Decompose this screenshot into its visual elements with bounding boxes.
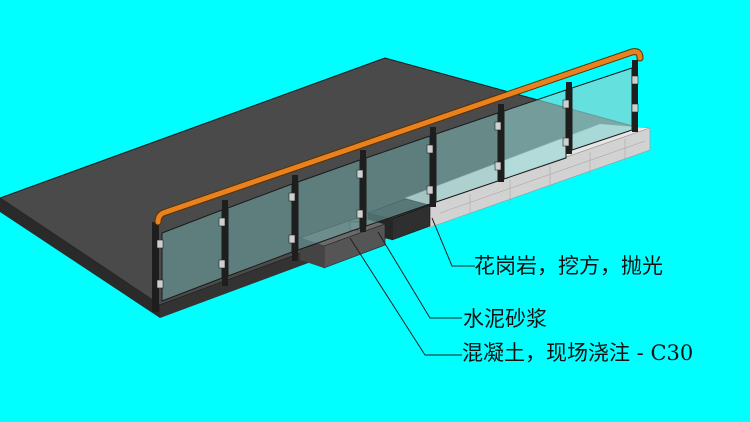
railing-posts bbox=[152, 60, 638, 312]
glass-panels bbox=[161, 67, 633, 302]
post-7 bbox=[566, 82, 572, 154]
leader-granite bbox=[431, 217, 475, 267]
leader-mortar bbox=[377, 231, 462, 319]
glass-clamps bbox=[156, 75, 639, 289]
leader-lines bbox=[349, 217, 475, 356]
post-8 bbox=[632, 60, 638, 132]
post-6 bbox=[498, 104, 504, 182]
post-2 bbox=[222, 200, 228, 286]
post-5 bbox=[430, 127, 436, 207]
handrail-highlight bbox=[155, 49, 643, 225]
post-3 bbox=[292, 175, 298, 261]
label-concrete: 混凝土，现场浇注 - C30 bbox=[462, 341, 694, 365]
slab-front-face bbox=[0, 198, 160, 318]
granite-joints bbox=[439, 139, 646, 217]
post-4 bbox=[360, 150, 366, 232]
label-cement-mortar: 水泥砂浆 bbox=[463, 307, 547, 331]
post-1 bbox=[152, 222, 159, 312]
leader-concrete bbox=[349, 237, 462, 356]
label-granite: 花岗岩，挖方，抛光 bbox=[474, 254, 663, 278]
